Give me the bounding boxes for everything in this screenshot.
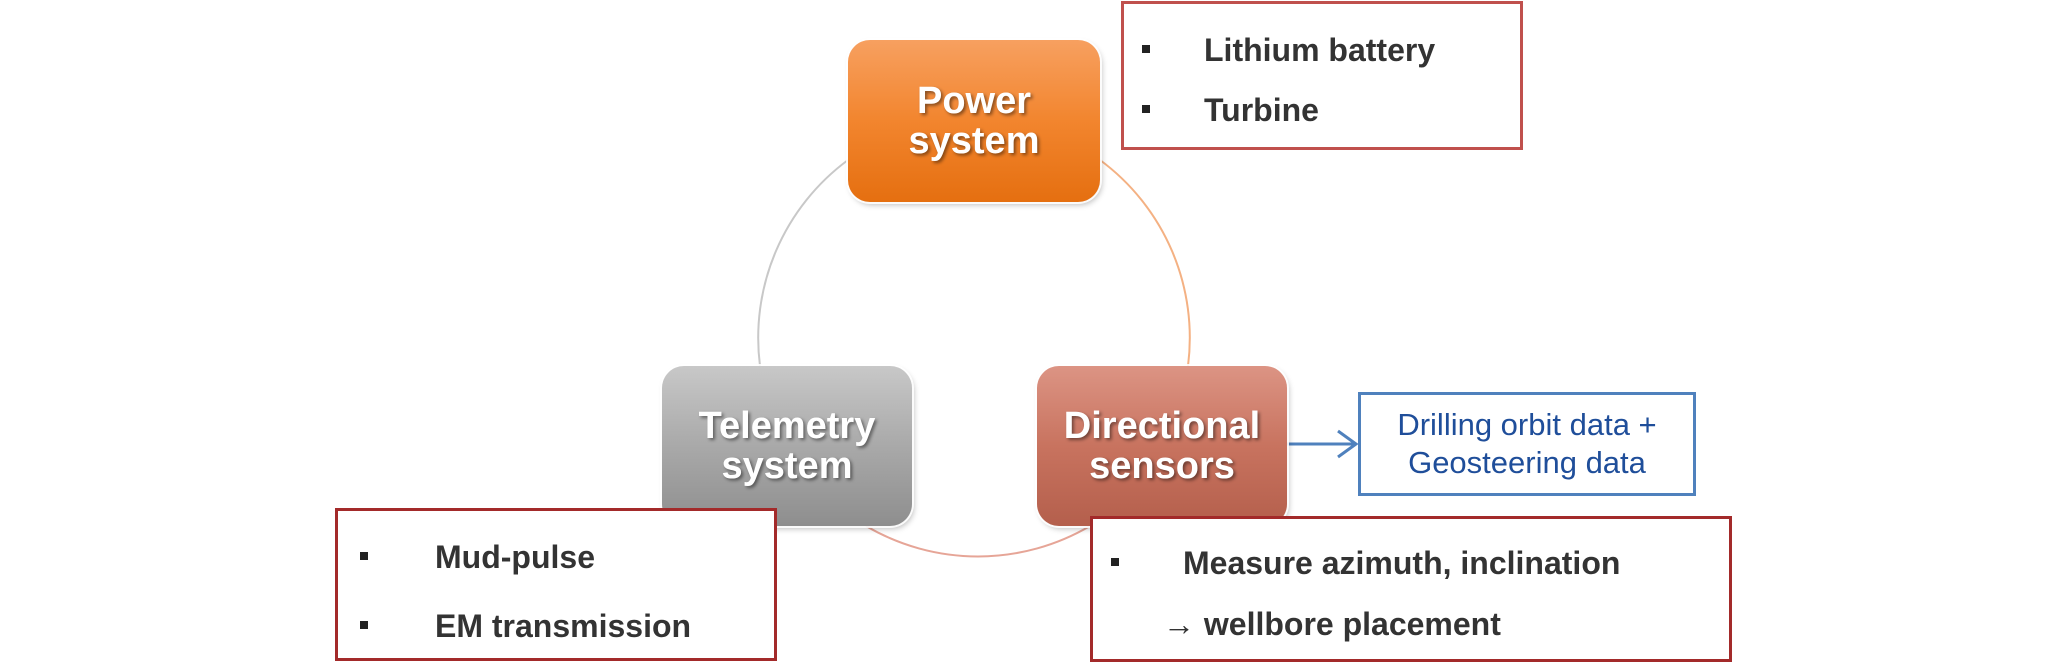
directional-node-label-line1: Directional xyxy=(1063,405,1261,447)
arc-directional-to-telemetry xyxy=(865,525,1091,558)
bullet-square-icon xyxy=(1142,105,1150,113)
output-label-line2: Geosteering data xyxy=(1408,445,1646,480)
bullet-square-icon xyxy=(360,621,368,629)
output-label-line1: Drilling orbit data + xyxy=(1397,407,1657,442)
directional-sensors-node: Directional sensors xyxy=(1037,366,1287,526)
bullet-square-icon xyxy=(1142,45,1150,53)
bullet-square-icon xyxy=(360,552,368,560)
bullet-square-icon xyxy=(1111,558,1119,566)
directional-details-box: Measure azimuth, inclination → wellbore … xyxy=(1090,516,1732,662)
arc-power-to-directional xyxy=(1099,159,1191,367)
telemetry-system-node: Telemetry system xyxy=(662,366,912,526)
arrow-head xyxy=(1337,429,1359,459)
power-details-box: Lithium battery Turbine xyxy=(1121,1,1523,150)
arc-telemetry-to-power xyxy=(757,159,849,367)
telemetry-node-label-line2: system xyxy=(721,445,853,487)
output-data-box: Drilling orbit data + Geosteering data xyxy=(1358,392,1696,496)
power-system-node: Power system xyxy=(848,40,1100,202)
telemetry-details-box: Mud-pulse EM transmission xyxy=(335,508,777,661)
power-node-label-line1: Power xyxy=(916,80,1032,122)
directional-node-label-line2: sensors xyxy=(1089,445,1235,487)
power-node-label-line2: system xyxy=(908,120,1040,162)
telemetry-node-label-line1: Telemetry xyxy=(698,405,876,447)
